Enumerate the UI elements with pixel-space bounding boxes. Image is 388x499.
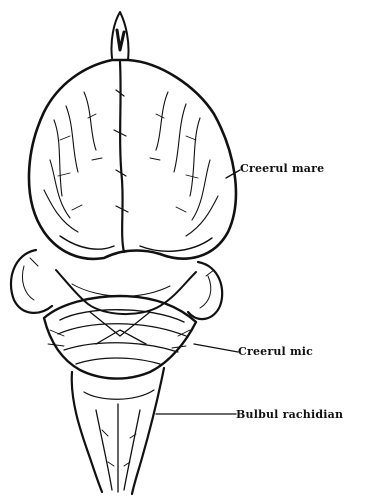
lateral-lobes xyxy=(11,250,222,319)
medulla-oblongata xyxy=(72,368,164,494)
label-medulla: Bulbul rachidian xyxy=(236,408,343,421)
label-cerebellum: Creerul mic xyxy=(238,345,313,358)
leader-lines xyxy=(156,170,240,414)
label-cerebrum: Creerul mare xyxy=(240,162,324,175)
leader-line-cerebellum xyxy=(194,344,238,352)
cerebrum xyxy=(29,60,236,259)
cerebellum xyxy=(44,270,196,379)
olfactory-tip xyxy=(111,12,128,60)
